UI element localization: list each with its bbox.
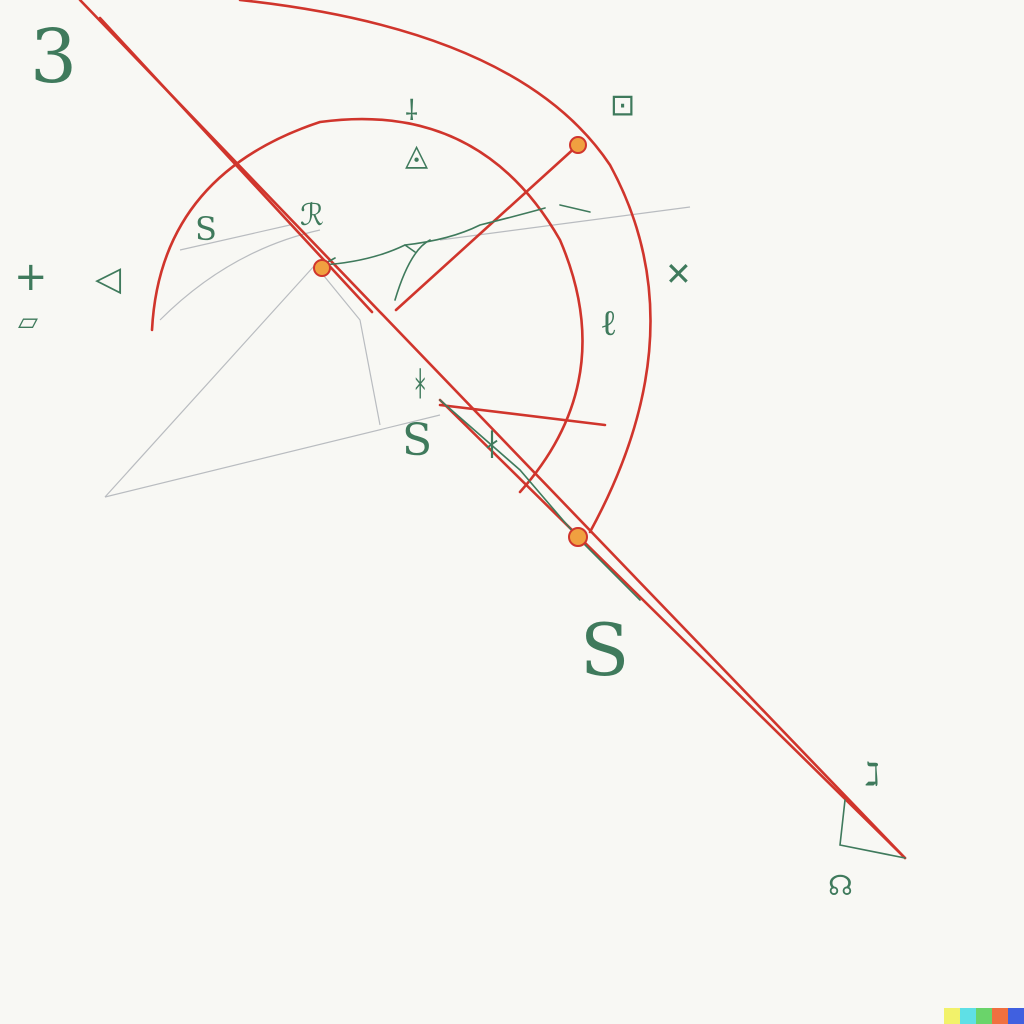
top-right-mark: ⊡ xyxy=(610,88,635,123)
short-chord xyxy=(438,403,607,427)
mid-hook-mark: S xyxy=(402,415,432,466)
mid-small-mark: ∤ xyxy=(485,426,499,459)
green-ink-strokes xyxy=(321,204,906,859)
mid-left-mark: ℛ xyxy=(300,198,324,233)
corner-color-swatches xyxy=(944,1008,1024,1024)
construction-points xyxy=(313,136,588,547)
color-swatch xyxy=(992,1008,1008,1024)
right-mid-mark: ℓ xyxy=(600,303,617,344)
color-swatch xyxy=(960,1008,976,1024)
center-mark: ᚼ xyxy=(410,364,430,404)
corner-number: 3 xyxy=(30,14,77,100)
top-mid-low-mark: ◬ xyxy=(405,138,429,173)
top-mid-mark: ⸸ xyxy=(405,94,418,127)
left-arrow-mark: ◁ xyxy=(95,259,122,299)
pencil-construction-lines xyxy=(104,206,691,498)
color-swatch xyxy=(976,1008,992,1024)
point-upper-right xyxy=(569,136,587,154)
color-swatch xyxy=(1008,1008,1024,1024)
long-diagonal-line xyxy=(78,0,907,860)
outer-arc xyxy=(238,0,652,534)
right-mark: ✕ xyxy=(665,255,692,293)
left-low-mark: ▱ xyxy=(18,307,38,337)
left-cross-mark: + xyxy=(14,254,48,300)
bottom-s-mark: S xyxy=(580,608,629,692)
inner-arc xyxy=(150,117,584,494)
upper-chord xyxy=(394,143,580,312)
red-construction xyxy=(78,0,907,860)
arc-inner-left-mark: S xyxy=(195,210,217,248)
bottom-right-mark: ℷ xyxy=(865,755,880,793)
point-left xyxy=(313,259,331,277)
lower-edge-line xyxy=(438,398,907,860)
bottom-right-low-mark: ☊ xyxy=(828,869,853,902)
handwritten-labels: 3 + ◁ ▱ S ℛ ⸸ ◬ ⊡ ✕ ℓ S ∤ ᚼ S ℷ ☊ xyxy=(14,14,880,902)
color-swatch xyxy=(944,1008,960,1024)
point-lower xyxy=(568,527,588,547)
